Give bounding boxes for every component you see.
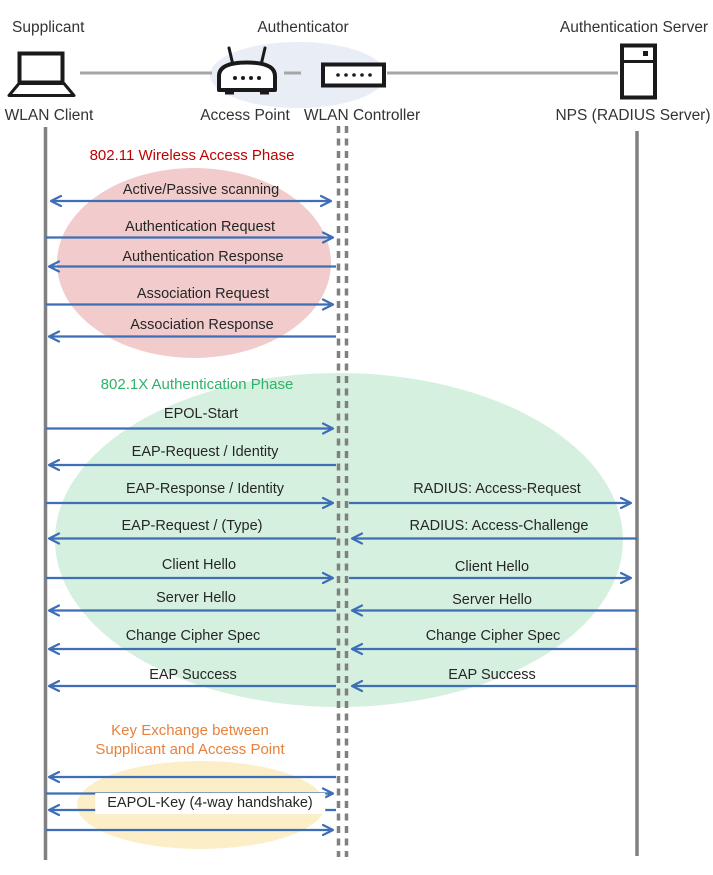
node-label-access-point: Access Point xyxy=(200,107,290,124)
phase-title-key-exchange-line1: Key Exchange between xyxy=(111,722,269,739)
message-label-association-response: Association Response xyxy=(130,317,274,333)
message-label-server-hello-right: Server Hello xyxy=(452,592,532,608)
role-authentication-server: Authentication Server xyxy=(559,19,709,36)
node-label-wlan-controller: WLAN Controller xyxy=(303,107,421,124)
message-label-client-hello-left: Client Hello xyxy=(161,557,237,573)
message-label-radius-access-challenge: RADIUS: Access-Challenge xyxy=(409,518,589,534)
message-label-change-cipher-spec-right: Change Cipher Spec xyxy=(425,628,561,644)
client-controller-arrows xyxy=(46,194,336,837)
message-label-eap-success-left: EAP Success xyxy=(149,667,237,683)
message-label-eap-request-type: EAP-Request / (Type) xyxy=(121,518,263,534)
message-label-epol-start: EPOL-Start xyxy=(163,406,239,422)
phase-title-wireless-access: 802.11 Wireless Access Phase xyxy=(89,147,295,164)
message-label-change-cipher-spec-left: Change Cipher Spec xyxy=(125,628,261,644)
network-switch-icon xyxy=(321,62,386,88)
wireless-router-icon xyxy=(217,46,277,95)
message-label-radius-access-request: RADIUS: Access-Request xyxy=(413,481,581,497)
role-authenticator: Authenticator xyxy=(257,19,349,36)
server-icon xyxy=(620,43,657,100)
node-label-radius-server: NPS (RADIUS Server) xyxy=(555,107,711,124)
role-supplicant: Supplicant xyxy=(12,19,85,36)
phase-bubble-wireless-access xyxy=(57,168,331,358)
phase-title-key-exchange: Key Exchange between Supplicant and Acce… xyxy=(95,721,284,759)
message-label-active-passive-scanning: Active/Passive scanning xyxy=(122,182,280,198)
message-label-eap-response-identity: EAP-Response / Identity xyxy=(126,481,284,497)
laptop-icon xyxy=(7,51,76,97)
phase-title-key-exchange-line2: Supplicant and Access Point xyxy=(95,741,285,758)
controller-server-arrows xyxy=(349,496,637,693)
message-label-client-hello-right: Client Hello xyxy=(454,559,530,575)
phase-title-8021x-auth: 802.1X Authentication Phase xyxy=(100,376,294,393)
message-label-authentication-request: Authentication Request xyxy=(125,219,275,235)
message-label-authentication-response: Authentication Response xyxy=(122,249,284,265)
message-label-server-hello-left: Server Hello xyxy=(156,590,236,606)
message-label-eap-request-identity: EAP-Request / Identity xyxy=(131,444,279,460)
message-label-eapol-key: EAPOL-Key (4-way handshake) xyxy=(95,793,325,814)
node-label-wlan-client: WLAN Client xyxy=(4,107,94,124)
message-label-eap-success-right: EAP Success xyxy=(448,667,536,683)
message-label-association-request: Association Request xyxy=(136,286,270,302)
